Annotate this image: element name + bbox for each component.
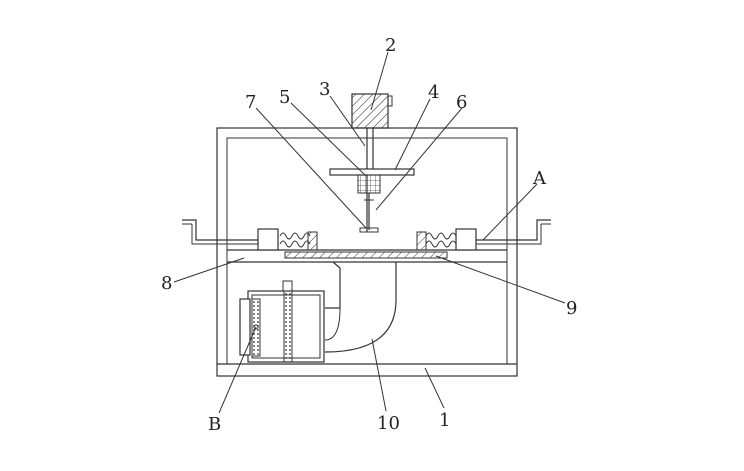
label-9: 9 (566, 298, 577, 319)
collection-box (239, 280, 325, 363)
label-7: 7 (245, 92, 256, 113)
filter-plate (284, 251, 448, 259)
label-3: 3 (319, 79, 330, 100)
label-10: 10 (377, 413, 400, 434)
label-5: 5 (279, 87, 290, 108)
label-1: 1 (439, 410, 450, 431)
discharge-duct (324, 261, 397, 353)
right-clamp-assembly (416, 219, 551, 251)
label-4: 4 (428, 82, 439, 103)
left-clamp-assembly (182, 219, 318, 251)
label-6: 6 (456, 92, 467, 113)
crossbar (329, 168, 415, 176)
motor (351, 93, 393, 129)
label-2: 2 (385, 35, 396, 56)
label-8: 8 (161, 273, 172, 294)
label-a: A (532, 168, 547, 189)
drill-chuck (357, 174, 381, 233)
leader-lines (173, 51, 566, 414)
label-b: B (208, 414, 221, 435)
